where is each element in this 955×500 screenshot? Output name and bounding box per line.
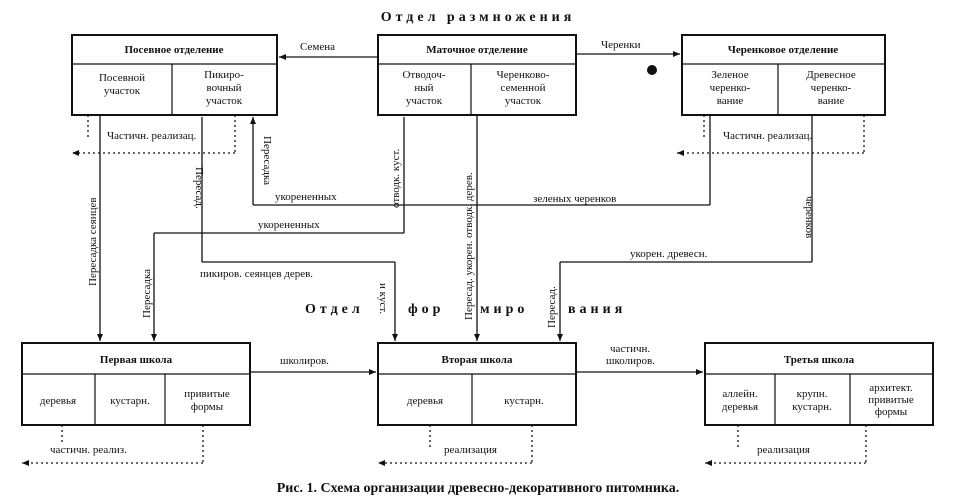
svg-text:кустарн.: кустарн.: [504, 395, 544, 407]
label-layers-shrubs: отводк. куст.: [390, 149, 402, 208]
box-seeding-department: Посевное отделение Посевной участок Пики…: [71, 34, 278, 116]
label-green-cuttings: зеленых черенков: [533, 193, 616, 205]
svg-text:привитые: привитые: [868, 394, 914, 406]
second-school-title: Вторая школа: [442, 354, 513, 366]
svg-text:формы: формы: [875, 406, 908, 418]
partial-realization-right: Частичн. реализац.: [677, 115, 865, 156]
arrow-school-transfer-2: частичн. школиров.: [576, 343, 703, 375]
arrow-school-transfer-1: школиров.: [250, 355, 376, 375]
label-rooted-woody: укорен. древесн.: [630, 248, 708, 260]
box-mother-department: Маточное отделение Отводоч- ный участок …: [377, 34, 577, 116]
arrow-rooted-layers-trees: Пересад. укорен. отводк. дерев.: [463, 115, 480, 341]
svg-text:ный: ный: [414, 82, 433, 94]
svg-text:Черенково-: Черенково-: [497, 69, 550, 81]
label-school-transfer-2a: частичн.: [610, 343, 650, 355]
label-partial-realization-left: Частичн. реализац.: [107, 130, 197, 142]
label-pricked-seedlings: пикиров. сеянцев дерев.: [200, 268, 313, 280]
label-partial-realization-bottom: частичн. реализ.: [50, 444, 127, 456]
label-rooted-layers-trees: Пересад. укорен. отводк. дерев.: [463, 172, 475, 320]
svg-text:участок: участок: [505, 95, 542, 107]
section-title-formation-part-1: Отдел: [305, 302, 364, 317]
box-cutting-department: Черенковое отделение Зеленое черенко- ва…: [681, 34, 886, 116]
label-seedling-transplant: Пересадка сеянцев: [87, 197, 99, 286]
realization-first-school: частичн. реализ.: [22, 425, 204, 466]
section-title-propagation: Отдел размножения: [381, 10, 576, 25]
realization-third-school: реализация: [705, 425, 867, 466]
arrow-cuttings: Черенки: [576, 39, 680, 57]
svg-text:деревья: деревья: [40, 395, 76, 407]
svg-text:кустарн.: кустарн.: [110, 395, 150, 407]
label-partial-realization-right: Частичн. реализац.: [723, 130, 813, 142]
first-school-title: Первая школа: [100, 354, 173, 366]
svg-text:участок: участок: [104, 85, 141, 97]
svg-text:вочный: вочный: [206, 82, 241, 94]
svg-text:черенко-: черенко-: [811, 82, 852, 94]
label-seeds: Семена: [300, 41, 335, 53]
svg-text:вание: вание: [717, 95, 744, 107]
svg-text:участок: участок: [206, 95, 243, 107]
mother-department-title: Маточное отделение: [426, 44, 528, 56]
arrow-seedling-transplant: Пересадка сеянцев: [87, 115, 103, 341]
svg-text:Посевной: Посевной: [99, 72, 145, 84]
figure-caption: Рис. 1. Схема организации древесно-декор…: [277, 481, 680, 496]
label-cuttings-v: черенков: [803, 196, 815, 238]
svg-text:кустарн.: кустарн.: [792, 401, 832, 413]
box-second-school: Вторая школа деревья кустарн.: [377, 342, 577, 426]
ink-blot: [647, 65, 657, 75]
svg-text:крупн.: крупн.: [797, 388, 828, 400]
svg-text:привитые: привитые: [184, 388, 230, 400]
partial-realization-left: Частичн. реализац.: [72, 115, 236, 156]
svg-text:Отводоч-: Отводоч-: [402, 69, 445, 81]
svg-text:вание: вание: [818, 95, 845, 107]
svg-text:черенко-: черенко-: [710, 82, 751, 94]
label-rooted-1: укорененных: [275, 191, 337, 203]
svg-text:Пикиро-: Пикиро-: [204, 69, 244, 81]
box-third-school: Третья школа аллейн. деревья крупн. куст…: [704, 342, 934, 426]
label-and-shrubs: и куст.: [377, 283, 389, 314]
box-first-school: Первая школа деревья кустарн. привитые ф…: [21, 342, 251, 426]
label-transplant-short: Пересад.: [193, 167, 205, 209]
cutting-department-title: Черенковое отделение: [728, 44, 838, 56]
svg-text:Зеленое: Зеленое: [711, 69, 748, 81]
arrow-pricked-seedlings: Пересад. пикиров. сеянцев дерев. и куст.: [193, 117, 398, 341]
seeding-department-title: Посевное отделение: [124, 44, 223, 56]
svg-text:формы: формы: [191, 401, 224, 413]
arrow-rooted-woody: черенков укорен. древесн. Пересад.: [546, 115, 815, 341]
arrow-rooted-2: укорененных Пересадка: [141, 205, 405, 341]
svg-text:семенной: семенной: [501, 82, 546, 94]
label-transplant-up: Пересадка: [261, 136, 273, 185]
svg-text:архитект.: архитект.: [869, 382, 913, 394]
label-cuttings: Черенки: [601, 39, 641, 51]
svg-text:деревья: деревья: [722, 401, 758, 413]
svg-text:Древесное: Древесное: [806, 69, 856, 81]
label-realization-2: реализация: [444, 444, 497, 456]
label-school-transfer-1: школиров.: [280, 355, 329, 367]
label-realization-3: реализация: [757, 444, 810, 456]
arrow-seeds: Семена: [279, 41, 378, 60]
svg-text:аллейн.: аллейн.: [722, 388, 758, 400]
label-school-transfer-2b: школиров.: [606, 355, 655, 367]
svg-text:участок: участок: [406, 95, 443, 107]
arrow-green-cuttings: зеленых черенков: [404, 115, 711, 206]
realization-second-school: реализация: [378, 425, 533, 466]
section-title-formation-part-3: миро: [480, 302, 528, 317]
arrow-rooted-1: укорененных отводк. куст.: [253, 117, 405, 208]
section-title-formation-part-2: фор: [408, 302, 444, 317]
label-rooted-2: укорененных: [258, 219, 320, 231]
section-title-formation-part-4: вания: [568, 302, 626, 317]
section-title-formation: Отдел фор миро вания: [305, 302, 626, 317]
svg-text:деревья: деревья: [407, 395, 443, 407]
label-transplant-3: Пересад.: [546, 286, 558, 328]
arrow-transplant-up: Пересадка: [250, 117, 273, 205]
label-transplant-2: Пересадка: [141, 269, 153, 318]
third-school-title: Третья школа: [784, 354, 855, 366]
